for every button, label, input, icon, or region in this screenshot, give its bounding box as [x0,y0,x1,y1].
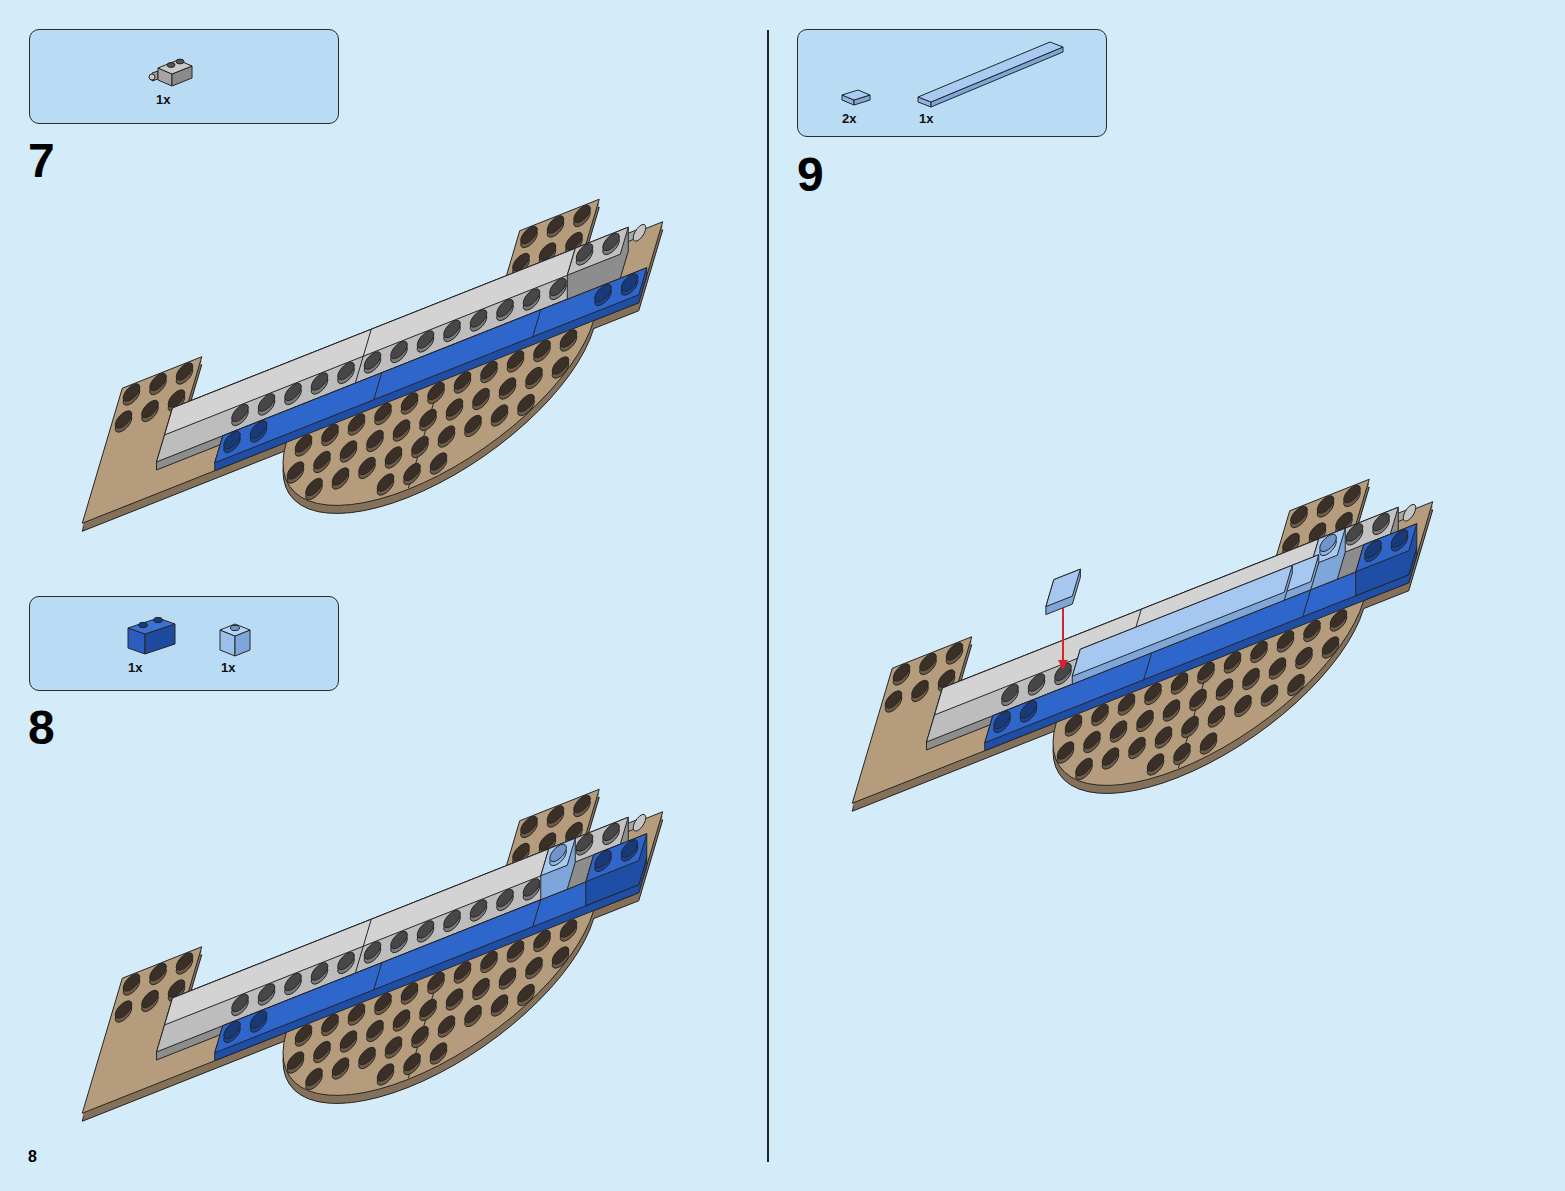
step-model [818,419,1460,920]
callout-ground [29,29,1107,691]
part-icon [842,42,1063,107]
step-number: 8 [28,704,55,752]
part-icon [128,617,250,656]
part-quantity: 1x [156,93,170,107]
parts-callout: 1x [29,29,339,124]
step-model [48,757,682,1191]
page-number: 8 [28,1149,37,1165]
parts-callout: 2x 1x [797,29,1107,137]
part-quantity: 1x [221,661,235,675]
part-quantity: 1x [919,112,933,126]
placement-arrow [1058,608,1068,670]
step-number: 9 [797,151,824,199]
step-model [48,167,682,641]
part-quantity: 2x [842,112,856,126]
parts-callout: 1x 1x [29,596,339,691]
part-quantity: 1x [128,661,142,675]
part-icon [149,59,192,86]
column-divider [767,30,769,1162]
step-number: 7 [28,137,55,185]
